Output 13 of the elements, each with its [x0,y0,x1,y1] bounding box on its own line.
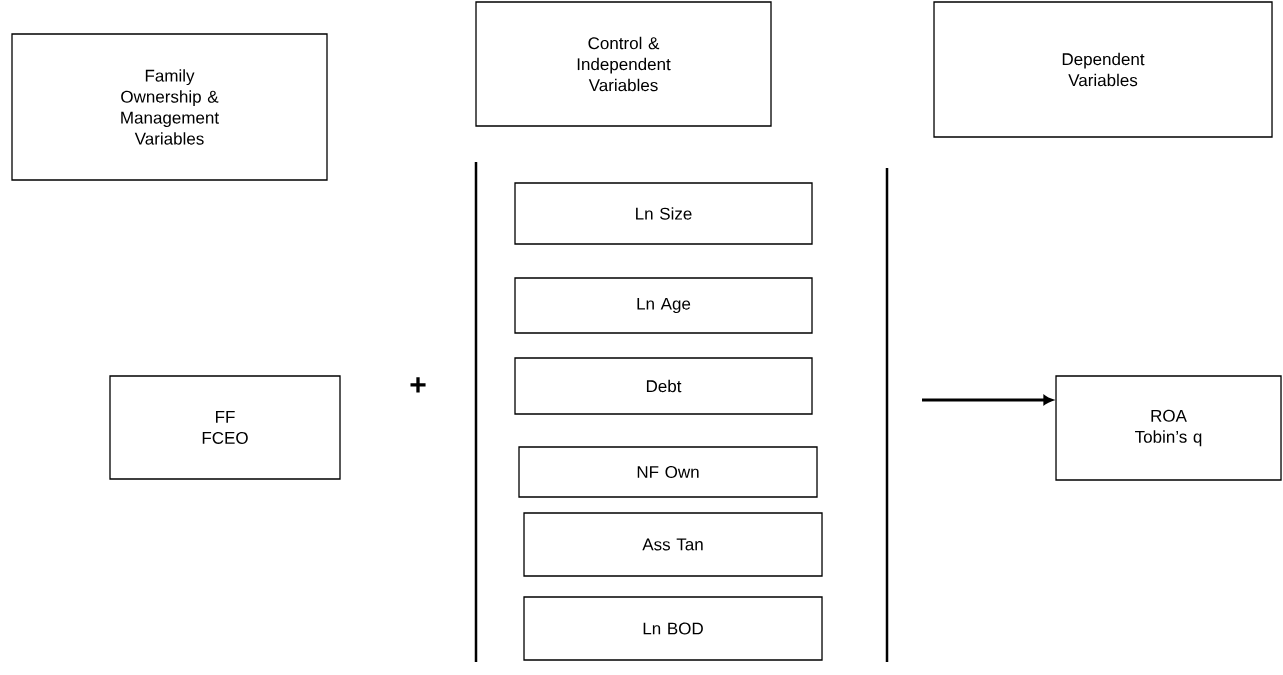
variable-box: Ass Tan [523,512,823,577]
plus-sign: + [410,377,426,393]
variable-box: Ln BOD [523,596,823,661]
variable-box: NF Own [518,446,818,498]
variable-box: Ln Size [514,182,813,245]
variable-box: Dependent Variables [933,1,1273,138]
arrow [922,395,1053,405]
variable-box: Family Ownership & Management Variables [11,33,328,181]
variable-box: Control & Independent Variables [475,1,772,127]
variable-box: Ln Age [514,277,813,334]
variable-box: Debt [514,357,813,415]
variable-box: FF FCEO [109,375,341,480]
variable-box: ROA Tobin’s q [1055,375,1282,481]
